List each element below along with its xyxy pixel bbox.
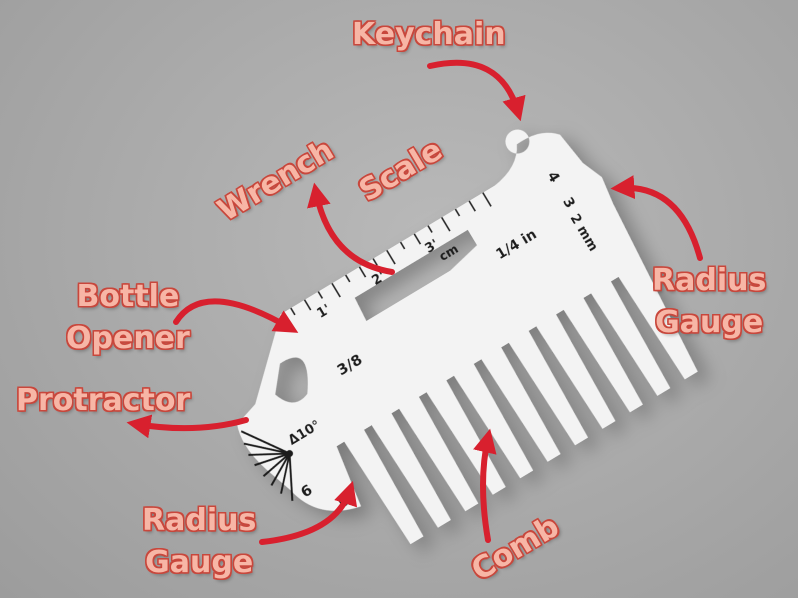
radius-gauge-right-label-line1: Radius (652, 263, 767, 298)
protractor-pivot (286, 450, 294, 458)
radius-gauge-bottom-label: Radius Gauge (142, 500, 256, 584)
keychain-arrow (427, 59, 526, 122)
protractor-label: Protractor (16, 383, 191, 418)
radius-gauge-right-arrow (610, 175, 703, 261)
comb-arrow (473, 428, 497, 543)
radius-gauge-bottom-arrow (259, 480, 358, 545)
radius-gauge-bottom-label-line1: Radius (142, 503, 257, 538)
multitool-body: 1' 2' 3' cm 1/4 in 3/8 4 3 2 mm Δ10° 6 5 (237, 129, 698, 545)
radius-gauge-right-label-line2: Gauge (655, 305, 764, 340)
protractor-arrow (126, 414, 249, 439)
wrench-arrow (307, 182, 395, 275)
bottle-opener-label-line2: Opener (66, 321, 190, 356)
bottle-opener-label-line1: Bottle (76, 279, 180, 314)
scale-ticks (290, 192, 492, 316)
radius-gauge-right-label: Radius Gauge (652, 260, 766, 344)
radius-gauge-bottom-label-line2: Gauge (145, 545, 254, 580)
bottle-opener-arrow (173, 298, 299, 333)
bottle-opener-label: Bottle Opener (66, 276, 190, 360)
keychain-label: Keychain (352, 17, 506, 52)
protractor-fan (240, 430, 294, 501)
